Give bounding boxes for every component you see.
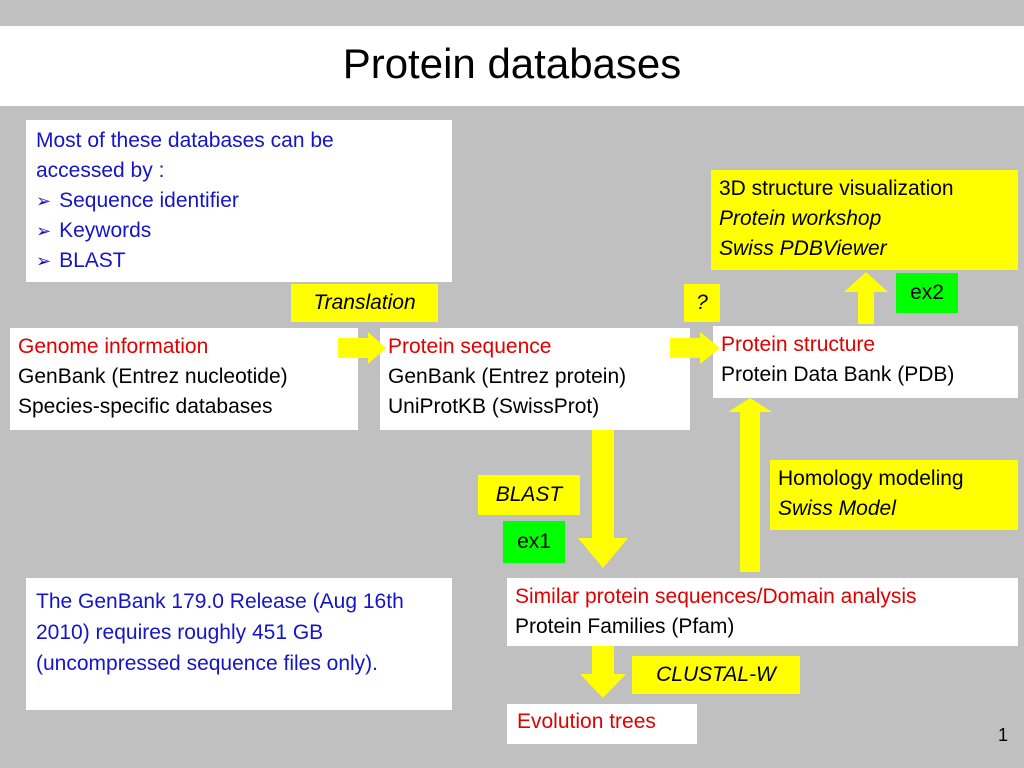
visualization-box: 3D structure visualization Protein works…	[711, 170, 1018, 270]
evolution-trees-box: Evolution trees	[507, 704, 697, 744]
access-item: ➢Sequence identifier	[36, 186, 444, 216]
title-bar	[0, 26, 1024, 106]
homology-tool: Swiss Model	[778, 497, 896, 520]
protein-structure-box: Protein structure Protein Data Bank (PDB…	[713, 326, 1018, 398]
genome-database: GenBank (Entrez nucleotide)	[18, 365, 288, 388]
bullet-arrow-icon: ➢	[36, 191, 52, 211]
visualization-heading: 3D structure visualization	[719, 177, 954, 200]
visualization-tool: Swiss PDBViewer	[719, 237, 887, 260]
page-number: 1	[997, 725, 1008, 745]
sequence-database: UniProtKB (SwissProt)	[388, 395, 600, 418]
structure-heading: Protein structure	[721, 333, 876, 356]
arrow-down-icon	[578, 430, 628, 568]
visualization-tool: Protein workshop	[719, 207, 882, 230]
arrow-up-icon	[844, 272, 888, 324]
arrow-right-icon	[338, 332, 386, 364]
example-badge-ex2: ex2	[896, 273, 958, 313]
genbank-release-note: The GenBank 179.0 Release (Aug 16th 2010…	[26, 578, 452, 710]
evolution-heading: Evolution trees	[517, 710, 656, 733]
similar-sequences-box: Similar protein sequences/Domain analysi…	[507, 578, 1018, 646]
homology-heading: Homology modeling	[778, 467, 964, 490]
sequence-heading: Protein sequence	[388, 335, 552, 358]
bullet-arrow-icon: ➢	[36, 251, 52, 271]
access-methods-box: Most of these databases can be accessed …	[26, 120, 452, 282]
similar-database: Protein Families (Pfam)	[515, 615, 735, 638]
genome-info-box: Genome information GenBank (Entrez nucle…	[10, 328, 358, 430]
genome-heading: Genome information	[18, 335, 209, 358]
translation-label: Translation	[291, 284, 438, 322]
arrow-down-icon	[580, 646, 626, 698]
similar-heading: Similar protein sequences/Domain analysi…	[515, 585, 917, 608]
genome-database: Species-specific databases	[18, 395, 273, 418]
access-item: ➢Keywords	[36, 216, 444, 246]
access-item: ➢BLAST	[36, 246, 444, 276]
structure-database: Protein Data Bank (PDB)	[721, 363, 955, 386]
protein-sequence-box: Protein sequence GenBank (Entrez protein…	[380, 328, 690, 430]
access-intro: Most of these databases can be accessed …	[36, 129, 334, 182]
homology-modeling-box: Homology modeling Swiss Model	[770, 460, 1018, 530]
example-badge-ex1: ex1	[503, 521, 565, 563]
sequence-database: GenBank (Entrez protein)	[388, 365, 627, 388]
blast-label: BLAST	[478, 475, 580, 515]
clustal-label: CLUSTAL-W	[632, 656, 800, 694]
arrow-up-icon	[728, 398, 772, 572]
bullet-arrow-icon: ➢	[36, 221, 52, 241]
page-title: Protein databases	[342, 40, 682, 87]
arrow-right-icon	[670, 332, 720, 364]
question-label: ?	[684, 284, 720, 322]
